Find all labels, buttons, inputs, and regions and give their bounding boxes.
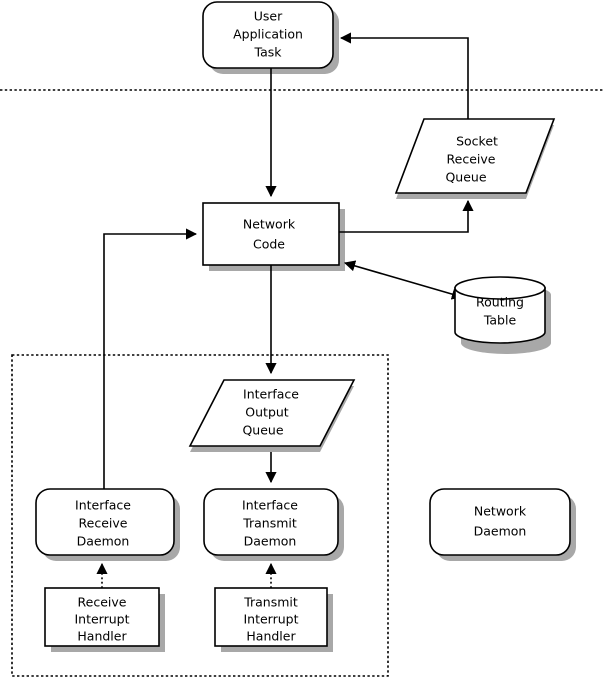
receive-interrupt-handler-shape[interactable]: [44, 587, 160, 647]
node-user-application-task[interactable]: User Application Task: [202, 1, 334, 69]
network-code-label-line-1: Network: [243, 217, 296, 232]
edge-socket-receive-queue-to-user-task: [339, 32, 469, 119]
interface-receive-daemon-label-line-1: Interface: [75, 498, 131, 513]
node-interface-output-queue[interactable]: Interface Output Queue: [188, 379, 356, 447]
node-routing-table[interactable]: Routing Table: [454, 276, 546, 344]
edge-layer: [96, 32, 474, 588]
node-socket-receive-queue[interactable]: Socket Receive Queue: [394, 118, 556, 194]
network-code-label-line-2: Code: [253, 237, 285, 252]
node-interface-receive-daemon[interactable]: Interface Receive Daemon: [35, 488, 175, 556]
user-application-task-label-line-1: User: [254, 9, 283, 24]
interface-output-queue-label-line-1: Interface: [243, 387, 299, 402]
user-application-task-label-line-3: Task: [254, 45, 283, 60]
receive-interrupt-handler-label-line-2: Interrupt: [74, 612, 129, 627]
edge-interface-receive-daemon-to-network-code: [103, 228, 198, 489]
socket-receive-queue-label-line-2: Receive: [447, 152, 496, 167]
transmit-interrupt-handler-label-line-3: Handler: [246, 629, 296, 644]
interface-output-queue-label-line-2: Output: [245, 405, 289, 420]
network-daemon-shape[interactable]: [429, 488, 571, 556]
network-code-shape[interactable]: [202, 202, 340, 266]
network-daemon-label-line-1: Network: [474, 504, 527, 519]
transmit-interrupt-handler-label-line-2: Interrupt: [243, 612, 298, 627]
edge-network-code-routing-table: [343, 260, 464, 300]
edge-network-code-to-socket-receive-queue: [339, 199, 474, 233]
receive-interrupt-handler-label-line-1: Receive: [78, 595, 127, 610]
interface-transmit-daemon-label-line-1: Interface: [242, 498, 298, 513]
node-interface-transmit-daemon[interactable]: Interface Transmit Daemon: [203, 488, 339, 556]
transmit-interrupt-handler-shape[interactable]: [214, 587, 328, 647]
receive-interrupt-handler-label-line-3: Handler: [77, 629, 127, 644]
socket-receive-queue-label-line-3: Queue: [445, 170, 486, 185]
interface-transmit-daemon-label-line-3: Daemon: [244, 534, 297, 549]
interface-receive-daemon-label-line-2: Receive: [79, 516, 128, 531]
user-application-task-shape[interactable]: [202, 1, 334, 69]
routing-table-body[interactable]: [454, 287, 546, 344]
node-receive-interrupt-handler[interactable]: Receive Interrupt Handler: [44, 587, 160, 647]
interface-transmit-daemon-label-line-2: Transmit: [242, 516, 297, 531]
transmit-interrupt-handler-label-line-1: Transmit: [243, 595, 298, 610]
interface-receive-daemon-label-line-3: Daemon: [77, 534, 130, 549]
interface-receive-daemon-shape[interactable]: [35, 488, 175, 556]
network-daemon-label-line-2: Daemon: [474, 524, 527, 539]
interface-output-queue-shape[interactable]: [188, 379, 356, 447]
network-daemon-group-box: [11, 354, 389, 677]
interface-output-queue-label-line-3: Queue: [242, 423, 283, 438]
socket-receive-queue-shape[interactable]: [394, 118, 556, 194]
node-network-daemon[interactable]: Network Daemon: [429, 488, 571, 556]
routing-table-label-line-1: Routing: [476, 295, 524, 310]
interface-transmit-daemon-shape[interactable]: [203, 488, 339, 556]
node-network-code[interactable]: Network Code: [202, 202, 340, 266]
socket-receive-queue-label-line-1: Socket: [456, 134, 498, 149]
routing-table-label-line-2: Table: [483, 313, 517, 328]
user-application-task-label-line-2: Application: [233, 27, 303, 42]
routing-table-top-ellipse: [454, 276, 546, 300]
node-transmit-interrupt-handler[interactable]: Transmit Interrupt Handler: [214, 587, 328, 647]
